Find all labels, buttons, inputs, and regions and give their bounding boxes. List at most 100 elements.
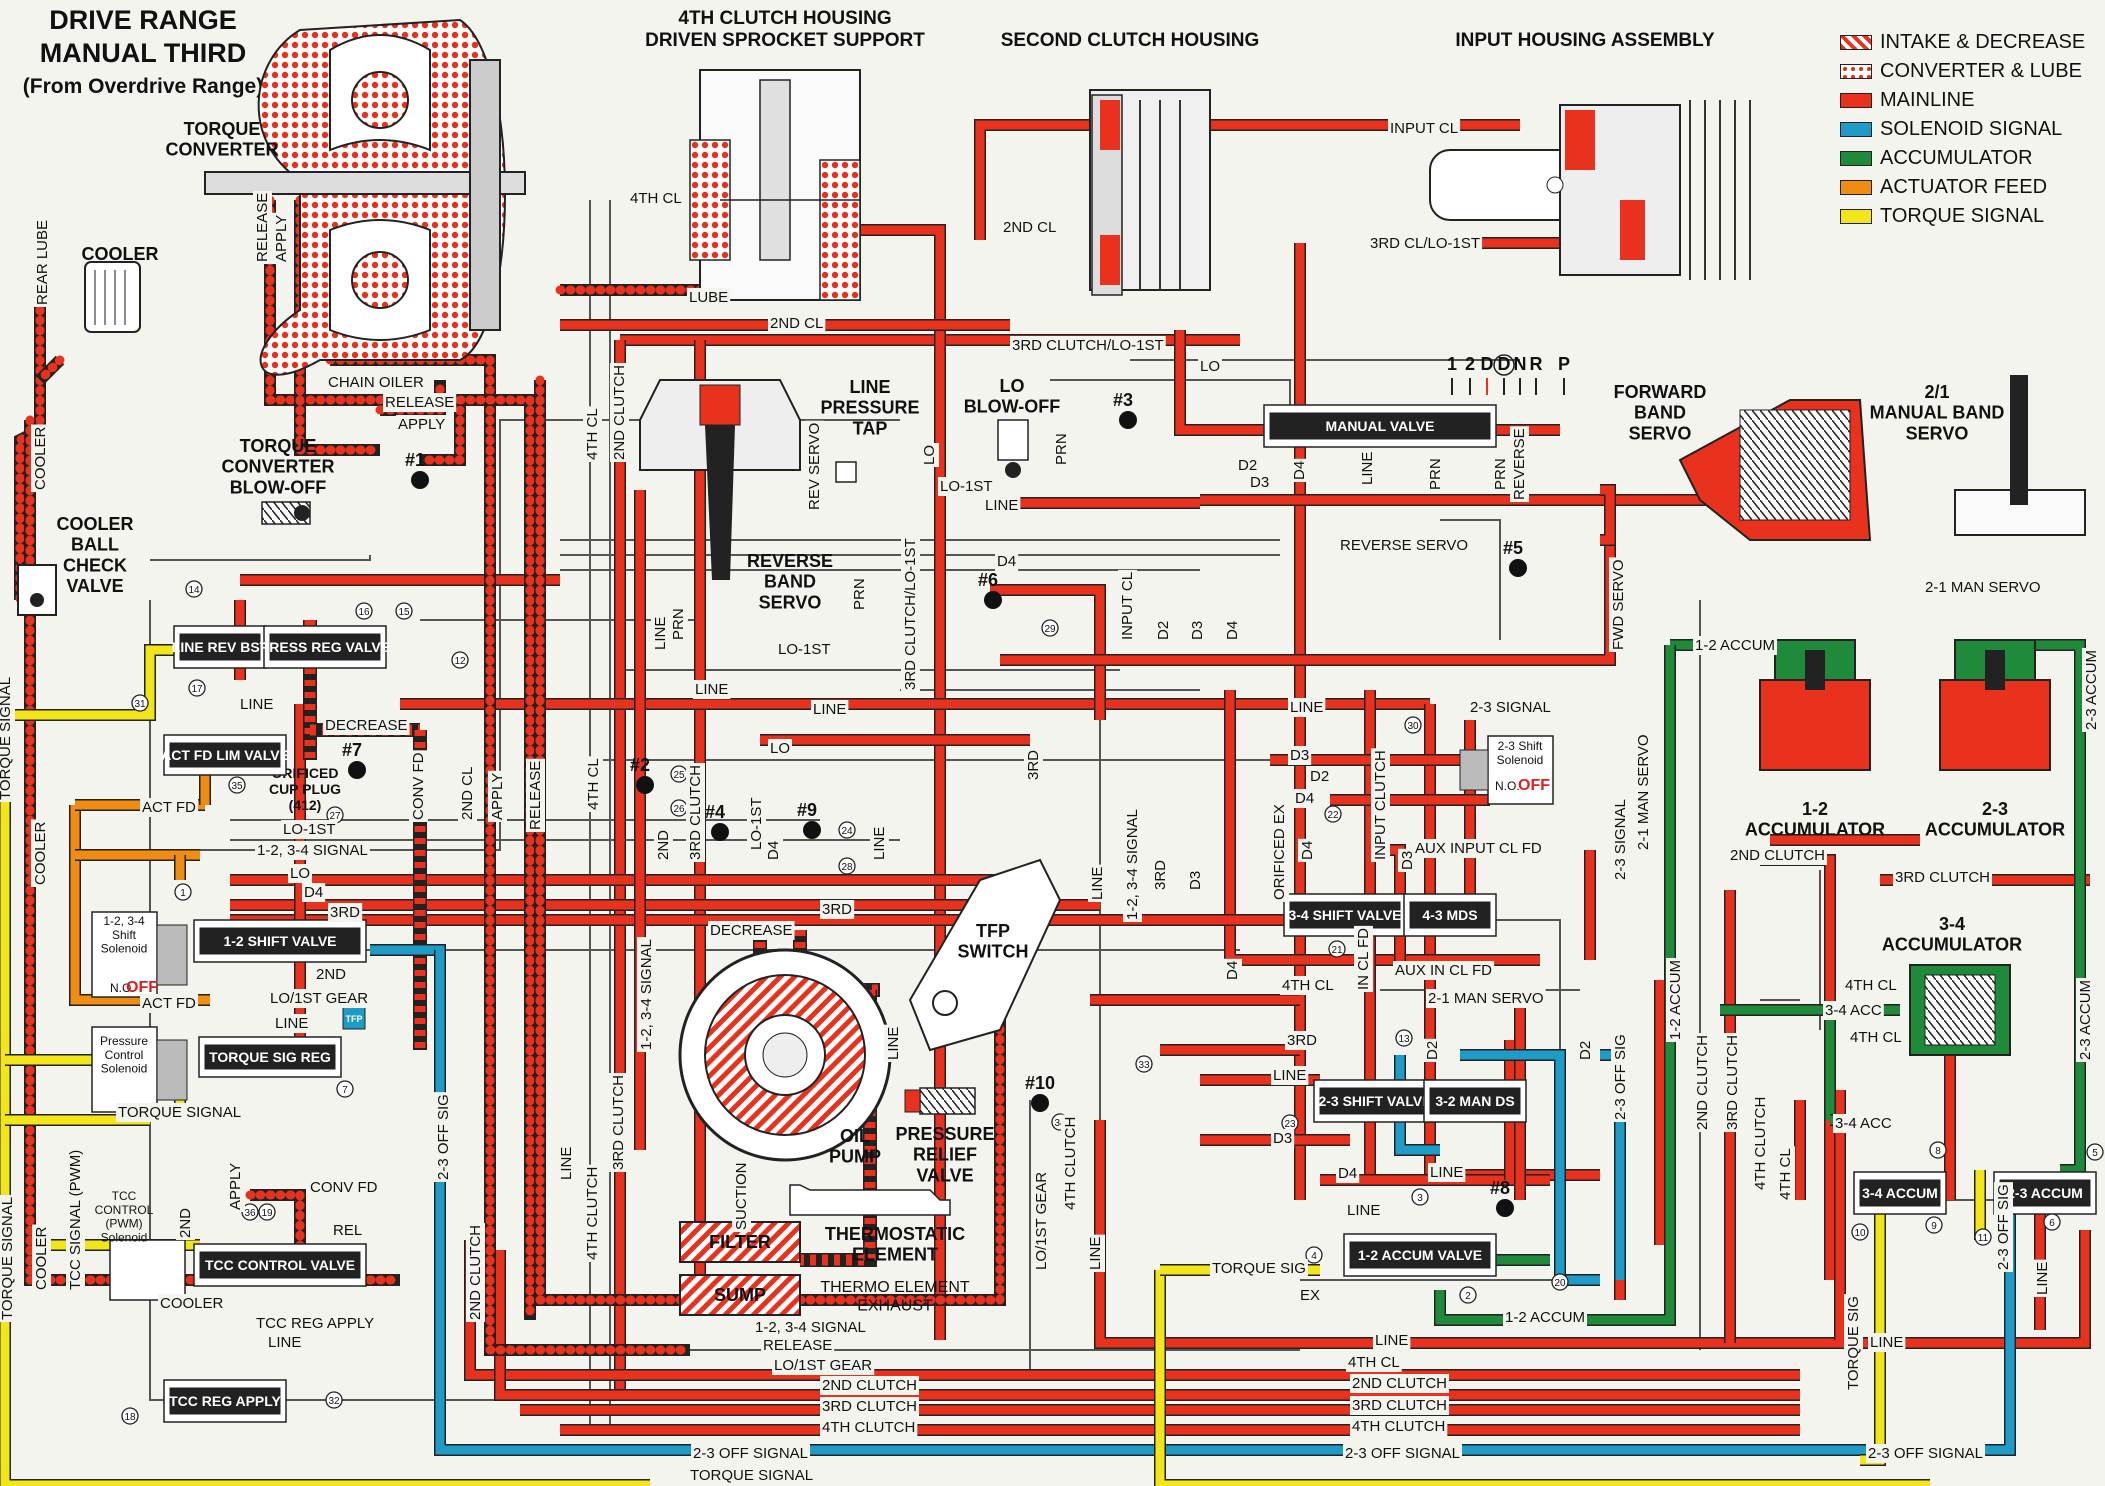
passage-label: 3RD <box>1287 1032 1317 1049</box>
orifice-15: 15 <box>395 602 413 620</box>
passage-label: 2ND CLUTCH <box>822 1377 917 1394</box>
passage-label: LINE <box>813 701 846 718</box>
legend-label: ACTUATOR FEED <box>1880 176 2048 198</box>
legend-swatch <box>1840 180 1872 195</box>
passage-label: TORQUE SIGNAL <box>0 1197 16 1320</box>
orifice-label: 32 <box>328 1396 340 1407</box>
orifice-label: 15 <box>398 607 410 618</box>
2-3-shift-valve: 2-3 SHIFT VALVE <box>1313 1079 1437 1123</box>
passage-label: D4 <box>1224 621 1241 640</box>
passage-label: LINE <box>871 827 888 860</box>
checkball-b5: #5 <box>1503 538 1527 577</box>
passage-label: LO-1ST <box>940 478 993 495</box>
checkball-label: #6 <box>978 570 998 590</box>
passage-label: 2ND CL <box>1003 219 1056 236</box>
passage-label: 2ND <box>655 830 672 860</box>
orifice-label: 3 <box>1417 1193 1423 1204</box>
passage-label: LUBE <box>689 289 728 306</box>
passage-label: AUX IN CL FD <box>1395 962 1492 979</box>
checkball-label: #4 <box>705 802 725 822</box>
passages-mainline <box>230 119 2091 1456</box>
cooler: COOLER <box>81 244 159 333</box>
passage-label: 2-3 OFF SIGNAL <box>693 1445 808 1462</box>
passage <box>370 945 1930 1455</box>
orifice-label: 12 <box>454 656 466 667</box>
passage-label: 2-3 ACCUM <box>2083 650 2100 730</box>
passage-label: LINE <box>1870 1334 1903 1351</box>
passage-label: 2-3 OFF SIG <box>1995 1184 2012 1270</box>
legend-swatch <box>1840 93 1872 108</box>
passage-label: 2-1 MAN SERVO <box>1925 579 2041 596</box>
passage-label: LO/1ST GEAR <box>774 1357 872 1374</box>
passage-label: LINE <box>652 617 669 650</box>
passage-label: 2-3 OFF SIG <box>1612 1034 1629 1120</box>
3-4-accumulator-valve: 3-4 ACCUM <box>1853 1171 1947 1215</box>
passage-label: 4TH CLUTCH <box>584 1167 601 1260</box>
orifice-19: 19 <box>258 1203 276 1221</box>
legend-item: ACCUMULATOR <box>1840 144 2090 173</box>
passage-label: D4 <box>304 884 323 901</box>
orifice-17: 17 <box>188 679 206 697</box>
passage-label: LINE <box>985 497 1018 514</box>
valve-label: 1-2 ACCUM VALVE <box>1358 1247 1482 1263</box>
checkballs: #1#2#3#4#5#6#7#8#9#10 <box>342 390 1527 1217</box>
fourth-clutch-housing <box>689 69 861 301</box>
orifice-27: 27 <box>326 806 344 824</box>
header-second-clutch-housing: SECOND CLUTCH HOUSING <box>1000 30 1260 51</box>
orifice-13: 13 <box>1395 1029 1413 1047</box>
checkball-label: #9 <box>797 800 817 820</box>
valve-label: LINE REV BST <box>172 639 269 655</box>
valve-label: PRESS REG VALVE <box>260 639 390 655</box>
valve-label: 3-4 SHIFT VALVE <box>1288 907 1401 923</box>
header-line: DRIVEN SPROCKET SUPPORT <box>645 30 925 51</box>
passage-label: LINE <box>268 1334 301 1351</box>
passage-label: 2-1 MAN SERVO <box>1635 734 1652 850</box>
passage-label: 2ND CL <box>459 767 476 820</box>
no-label: N.O. <box>1495 779 1520 793</box>
passage-label: 3-4 ACC <box>1835 1115 1892 1132</box>
checkball-b8: #8 <box>1490 1178 1514 1217</box>
passage-label: D2 <box>1155 621 1172 640</box>
orifice-30: 30 <box>1404 716 1422 734</box>
orifice-5: 5 <box>2086 1143 2104 1161</box>
checkball-b9: #9 <box>797 800 821 839</box>
passage-label: D2 <box>1238 457 1257 474</box>
checkball-label: #2 <box>630 755 650 775</box>
cooler-label: COOLER <box>81 244 158 264</box>
passage-label: TORQUE SIG <box>1845 1296 1862 1390</box>
passage-label: LO-1ST <box>283 821 336 838</box>
passage-label: TORQUE SIGNAL <box>690 1467 813 1484</box>
passage-label: REAR LUBE <box>34 220 51 305</box>
passage-label: 2-3 OFF SIGNAL <box>1345 1445 1460 1462</box>
passage-label: CHAIN OILER <box>328 374 424 391</box>
passage-label: D4 <box>1291 461 1308 480</box>
off-label: OFF <box>126 979 158 996</box>
second-clutch-housing <box>1089 89 1211 296</box>
passage-label: LINE <box>2034 1262 2051 1295</box>
title-line-1: DRIVE RANGE <box>49 5 237 35</box>
orifice-label: 26 <box>673 804 685 815</box>
passage-label: 3RD CLUTCH <box>1352 1397 1447 1414</box>
passage-label: RELEASE <box>763 1337 832 1354</box>
orifice-label: 36 <box>244 1208 256 1219</box>
passage-label: 4TH CL <box>585 758 602 810</box>
orifice-14: 14 <box>185 580 203 598</box>
passage-label: 2ND CL <box>770 315 823 332</box>
passage-label: D3 <box>1189 621 1206 640</box>
passage <box>0 715 650 1486</box>
passage-label: COOLER <box>33 1226 50 1290</box>
passage <box>495 1250 1800 1400</box>
passage-label: ACT FD <box>142 995 196 1012</box>
header-line: 4TH CLUTCH HOUSING <box>678 8 892 29</box>
legend-item: TORQUE SIGNAL <box>1840 202 2090 231</box>
